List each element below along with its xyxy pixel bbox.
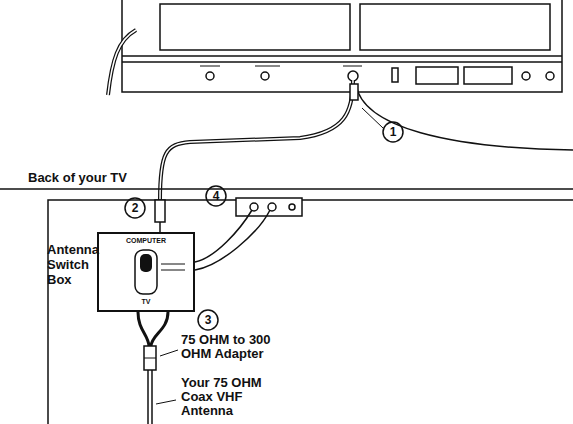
panel-heading: Back of your TV [28,170,127,186]
coax-plug [155,200,165,222]
tv-back-edge [0,188,573,190]
rf-out-jack [348,71,358,81]
callout-circle [206,186,226,206]
d-sub-port [416,67,458,84]
antenna-label: Your 75 OHM Coax VHF Antenna [181,376,276,418]
callout-number: 1 [383,122,403,142]
box-marking: TV [99,298,193,306]
antenna-switch-box: Antenna Switch BoxCOMPUTERTV [97,232,195,312]
expansion-slot [360,4,550,50]
tv-back-region: Back of your TV Antenna Switch BoxCOMPUTE… [0,168,573,424]
callout-number: 4 [206,186,226,206]
box-heading: Antenna Switch Box [47,242,97,287]
rf-cable [160,80,353,200]
adapter [144,346,156,370]
callout-circle [125,198,145,218]
adapter-label: 75 OHM to 300 OHM Adapter [181,333,276,361]
callout-circle [383,122,403,142]
coax-antenna-lead [147,370,149,424]
power-cord [108,30,136,95]
cord [356,84,573,150]
expansion-slot [160,4,350,50]
callout-circle [198,310,218,330]
callout-number: 2 [125,198,145,218]
box-marking: COMPUTER [99,237,193,245]
computer-housing [122,0,562,92]
twin-lead [195,210,252,262]
d-sub-port [464,67,512,84]
tv-back-panel [48,200,573,424]
callout-number: 3 [198,310,218,330]
